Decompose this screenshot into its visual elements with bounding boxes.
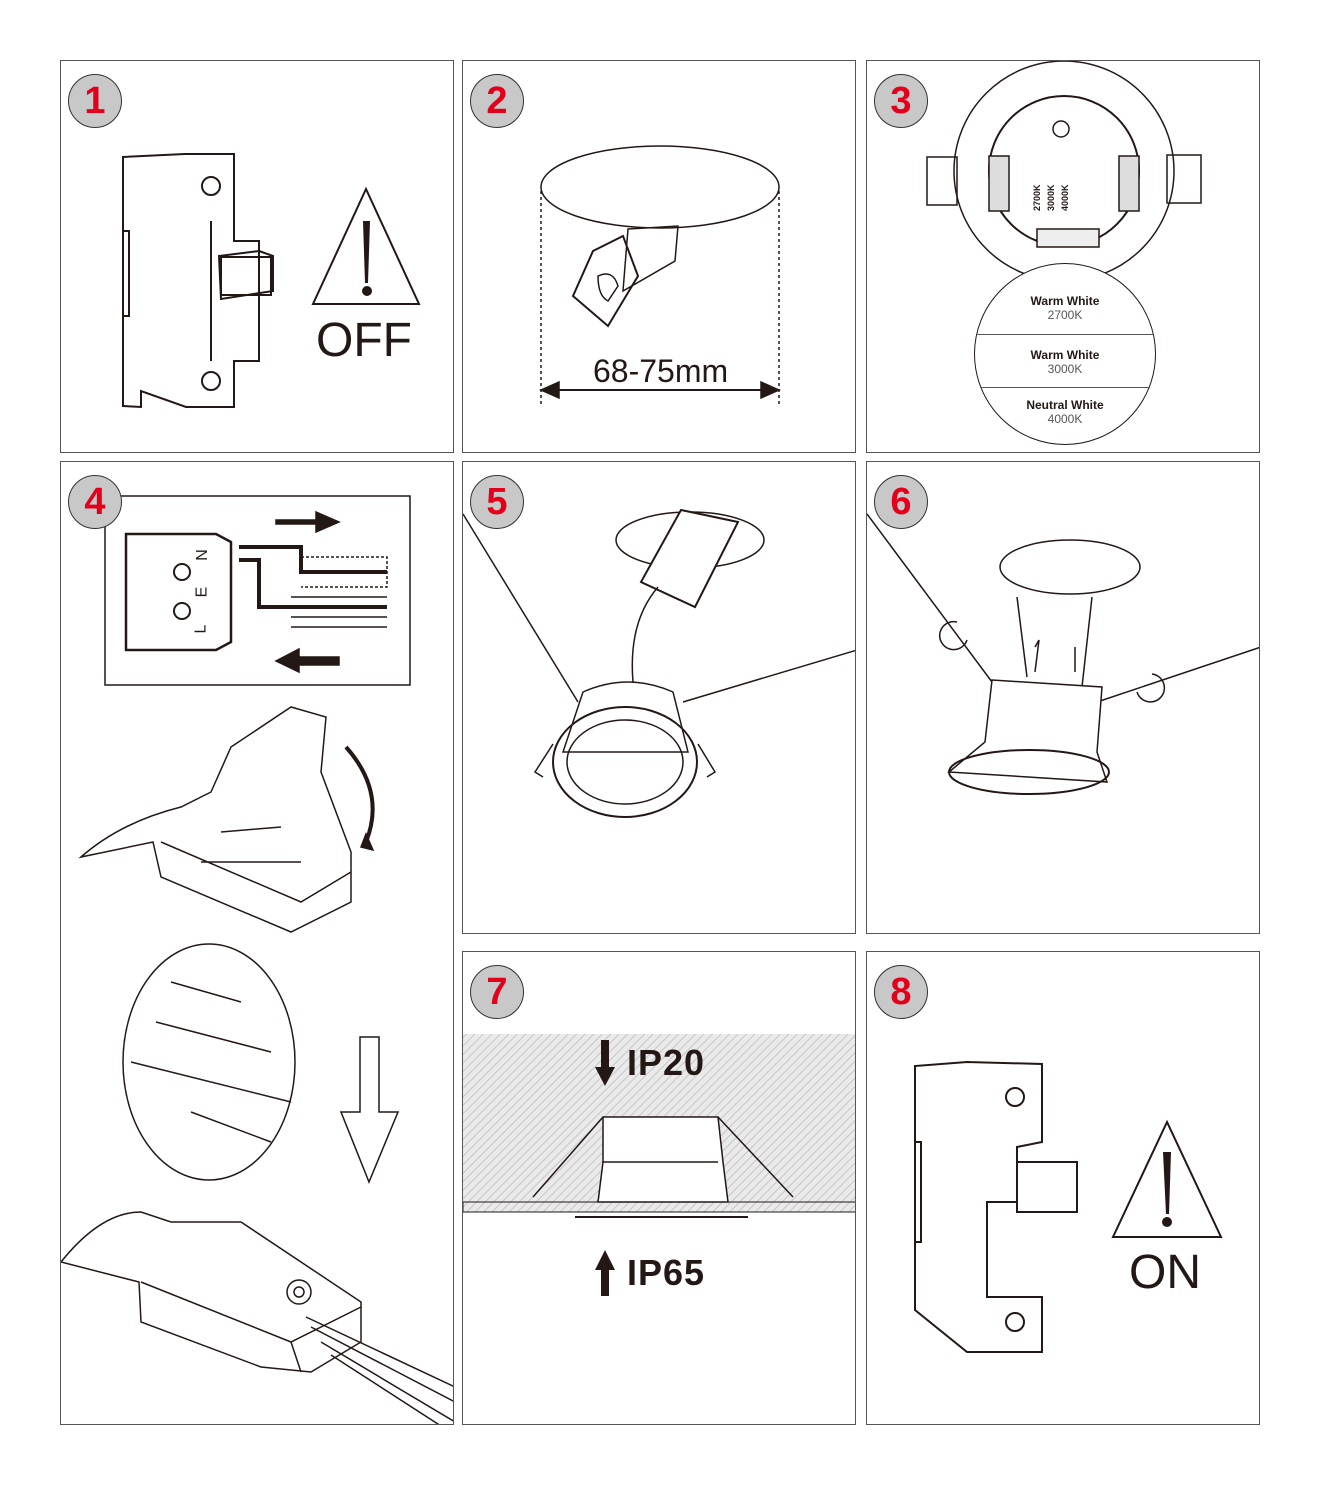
on-label: ON — [1129, 1246, 1201, 1299]
ip-rating-icon — [463, 1034, 855, 1296]
step-2-panel: 2 68-75mm — [462, 60, 856, 453]
step-7-panel: 7 IP20 IP65 — [462, 951, 856, 1425]
step-1-panel: 1 OFF — [60, 60, 454, 453]
step-number-badge: 8 — [874, 965, 928, 1019]
ip65-label: IP65 — [627, 1252, 706, 1293]
warning-triangle-icon — [1111, 1119, 1223, 1238]
ip20-label: IP20 — [627, 1042, 706, 1083]
step-number-badge: 6 — [874, 475, 928, 529]
terminal-label-e: E — [193, 586, 211, 598]
cutout-size-label: 68-75mm — [593, 353, 729, 389]
step-8-panel: 8 ON — [866, 951, 1260, 1425]
circuit-breaker-icon — [914, 1060, 1078, 1353]
spring-clip-install-icon — [463, 508, 855, 818]
insert-into-ceiling-icon — [867, 513, 1259, 795]
switch-label-2700k: 2700K — [1032, 184, 1042, 211]
step-4-panel: 4 N E L — [60, 461, 454, 1425]
switch-label-4000k: 4000K — [1060, 184, 1070, 211]
terminal-label-l: L — [192, 624, 210, 634]
off-label: OFF — [316, 314, 412, 367]
saw-cut-hole-icon — [539, 145, 781, 406]
step-number-badge: 3 — [874, 74, 928, 128]
step-number-badge: 2 — [470, 74, 524, 128]
terminal-label-n: N — [193, 549, 211, 561]
terminal-block-wiring-icon — [61, 495, 453, 1424]
step-6-panel: 6 — [866, 461, 1260, 934]
step-number-badge: 5 — [470, 475, 524, 529]
circuit-breaker-icon — [122, 153, 274, 409]
switch-label-3000k: 3000K — [1046, 184, 1056, 211]
cct-switch-icon — [926, 61, 1202, 282]
step-number-badge: 7 — [470, 965, 524, 1019]
step-number-badge: 1 — [68, 74, 122, 128]
step-5-panel: 5 — [462, 461, 856, 934]
step-number-badge: 4 — [68, 475, 122, 529]
warning-triangle-icon — [311, 186, 421, 305]
